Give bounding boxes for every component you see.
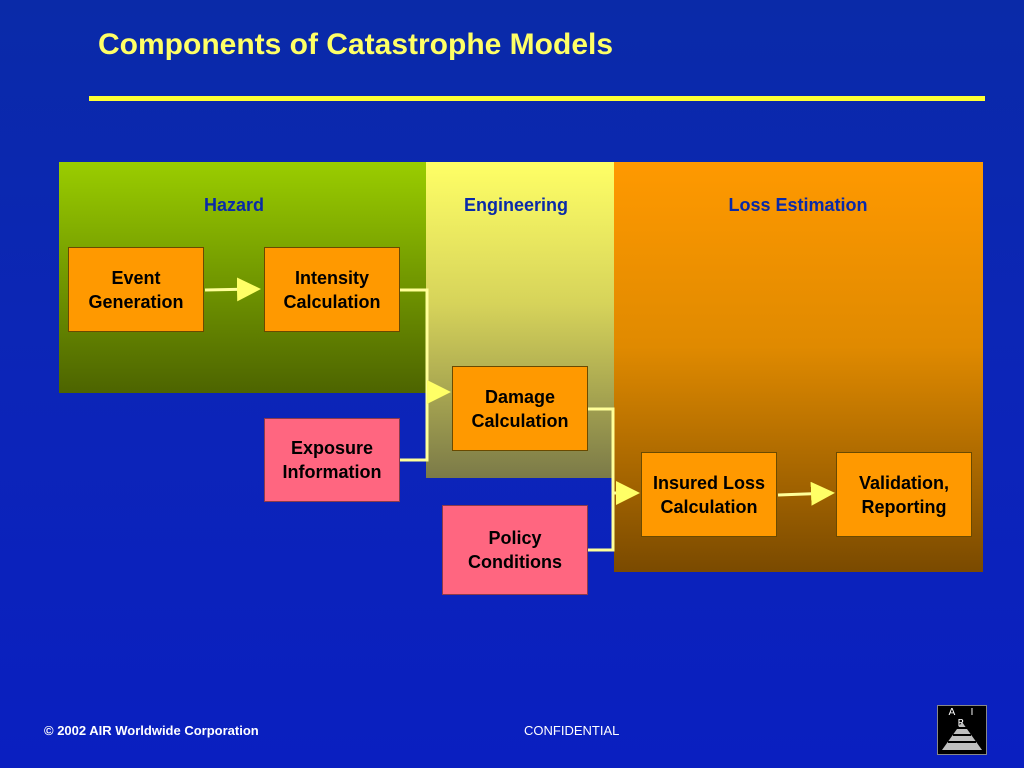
connector-intensity-to-damage	[400, 288, 429, 392]
damage-calculation-box: Damage Calculation	[452, 366, 588, 451]
confidential-label: CONFIDENTIAL	[524, 723, 620, 738]
hazard-label: Hazard	[203, 195, 265, 215]
engineering-label: Engineering	[463, 195, 568, 215]
copyright-notice: © 2002 AIR Worldwide Corporation	[44, 723, 259, 738]
air-logo: A I R	[937, 705, 987, 755]
connector-policy-to-insured	[588, 493, 615, 552]
connector-damage-to-insured	[588, 407, 615, 493]
connector-exposure-to-damage	[400, 392, 429, 462]
loss-estimation-label: Loss Estimation	[728, 195, 868, 215]
exposure-information-box: Exposure Information	[264, 418, 400, 502]
arrow-insured-to-validation	[777, 481, 835, 506]
title-underline	[89, 96, 985, 101]
validation-reporting-box: Validation, Reporting	[836, 452, 972, 537]
insured-loss-calculation-box: Insured Loss Calculation	[641, 452, 777, 537]
pyramid-icon	[942, 722, 982, 750]
slide-title: Components of Catastrophe Models	[98, 28, 614, 61]
intensity-calculation-box: Intensity Calculation	[264, 247, 400, 332]
policy-conditions-box: Policy Conditions	[442, 505, 588, 595]
event-generation-box: Event Generation	[68, 247, 204, 332]
arrow-event-to-intensity	[204, 277, 261, 302]
